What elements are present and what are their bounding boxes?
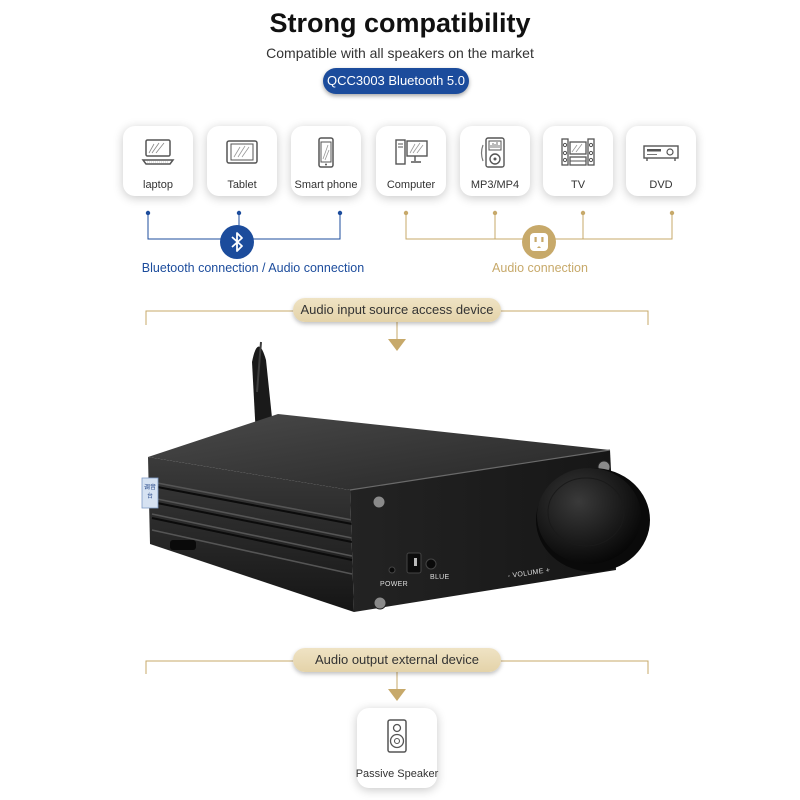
device-card-mp3: MP3/MP4: [460, 126, 530, 196]
device-card-tv: TV: [543, 126, 613, 196]
device-label: Computer: [386, 179, 436, 191]
audio-outlet-icon: [522, 225, 556, 259]
device-card-computer: Computer: [376, 126, 446, 196]
device-card-tablet: Tablet: [207, 126, 277, 196]
blue-label: BLUE: [430, 574, 450, 581]
bluetooth-icon: [220, 225, 254, 259]
device-label: Smart phone: [294, 179, 358, 191]
smartphone-icon: [318, 137, 334, 168]
page-title: Strong compatibility: [269, 8, 531, 38]
device-label: TV: [570, 179, 586, 191]
page-subtitle: Compatible with all speakers on the mark…: [266, 45, 534, 61]
output-section-label: Audio output external device: [293, 648, 501, 672]
power-label: POWER: [380, 581, 408, 588]
computer-icon: [395, 139, 428, 165]
device-label: Tablet: [227, 179, 257, 191]
device-label: laptop: [143, 179, 173, 191]
device-card-smartphone: Smart phone: [291, 126, 361, 196]
audio-connection-label: Audio connection: [492, 261, 588, 275]
device-label: Passive Speaker: [355, 768, 439, 780]
dvd-player-icon: [643, 145, 679, 161]
side-label-line2: 台: [147, 492, 153, 500]
amplifier-image: 调音 台 POWER BLUE - VOLUME +: [141, 341, 650, 612]
bluetooth-version-badge: QCC3003 Bluetooth 5.0: [323, 68, 469, 94]
device-card-passive-speaker: Passive Speaker: [356, 708, 438, 788]
bluetooth-connection-label: Bluetooth connection / Audio connection: [141, 261, 365, 275]
tv-icon: [561, 138, 595, 166]
device-label: DVD: [649, 179, 673, 191]
device-label: MP3/MP4: [470, 179, 520, 191]
input-section-label: Audio input source access device: [293, 298, 501, 322]
speaker-icon: [387, 719, 407, 753]
mp3-player-icon: [480, 137, 505, 168]
device-card-dvd: DVD: [626, 126, 696, 196]
laptop-icon: [141, 139, 175, 165]
device-card-laptop: laptop: [123, 126, 193, 196]
side-label-line1: 调音: [144, 483, 156, 491]
tablet-icon: [226, 140, 258, 164]
